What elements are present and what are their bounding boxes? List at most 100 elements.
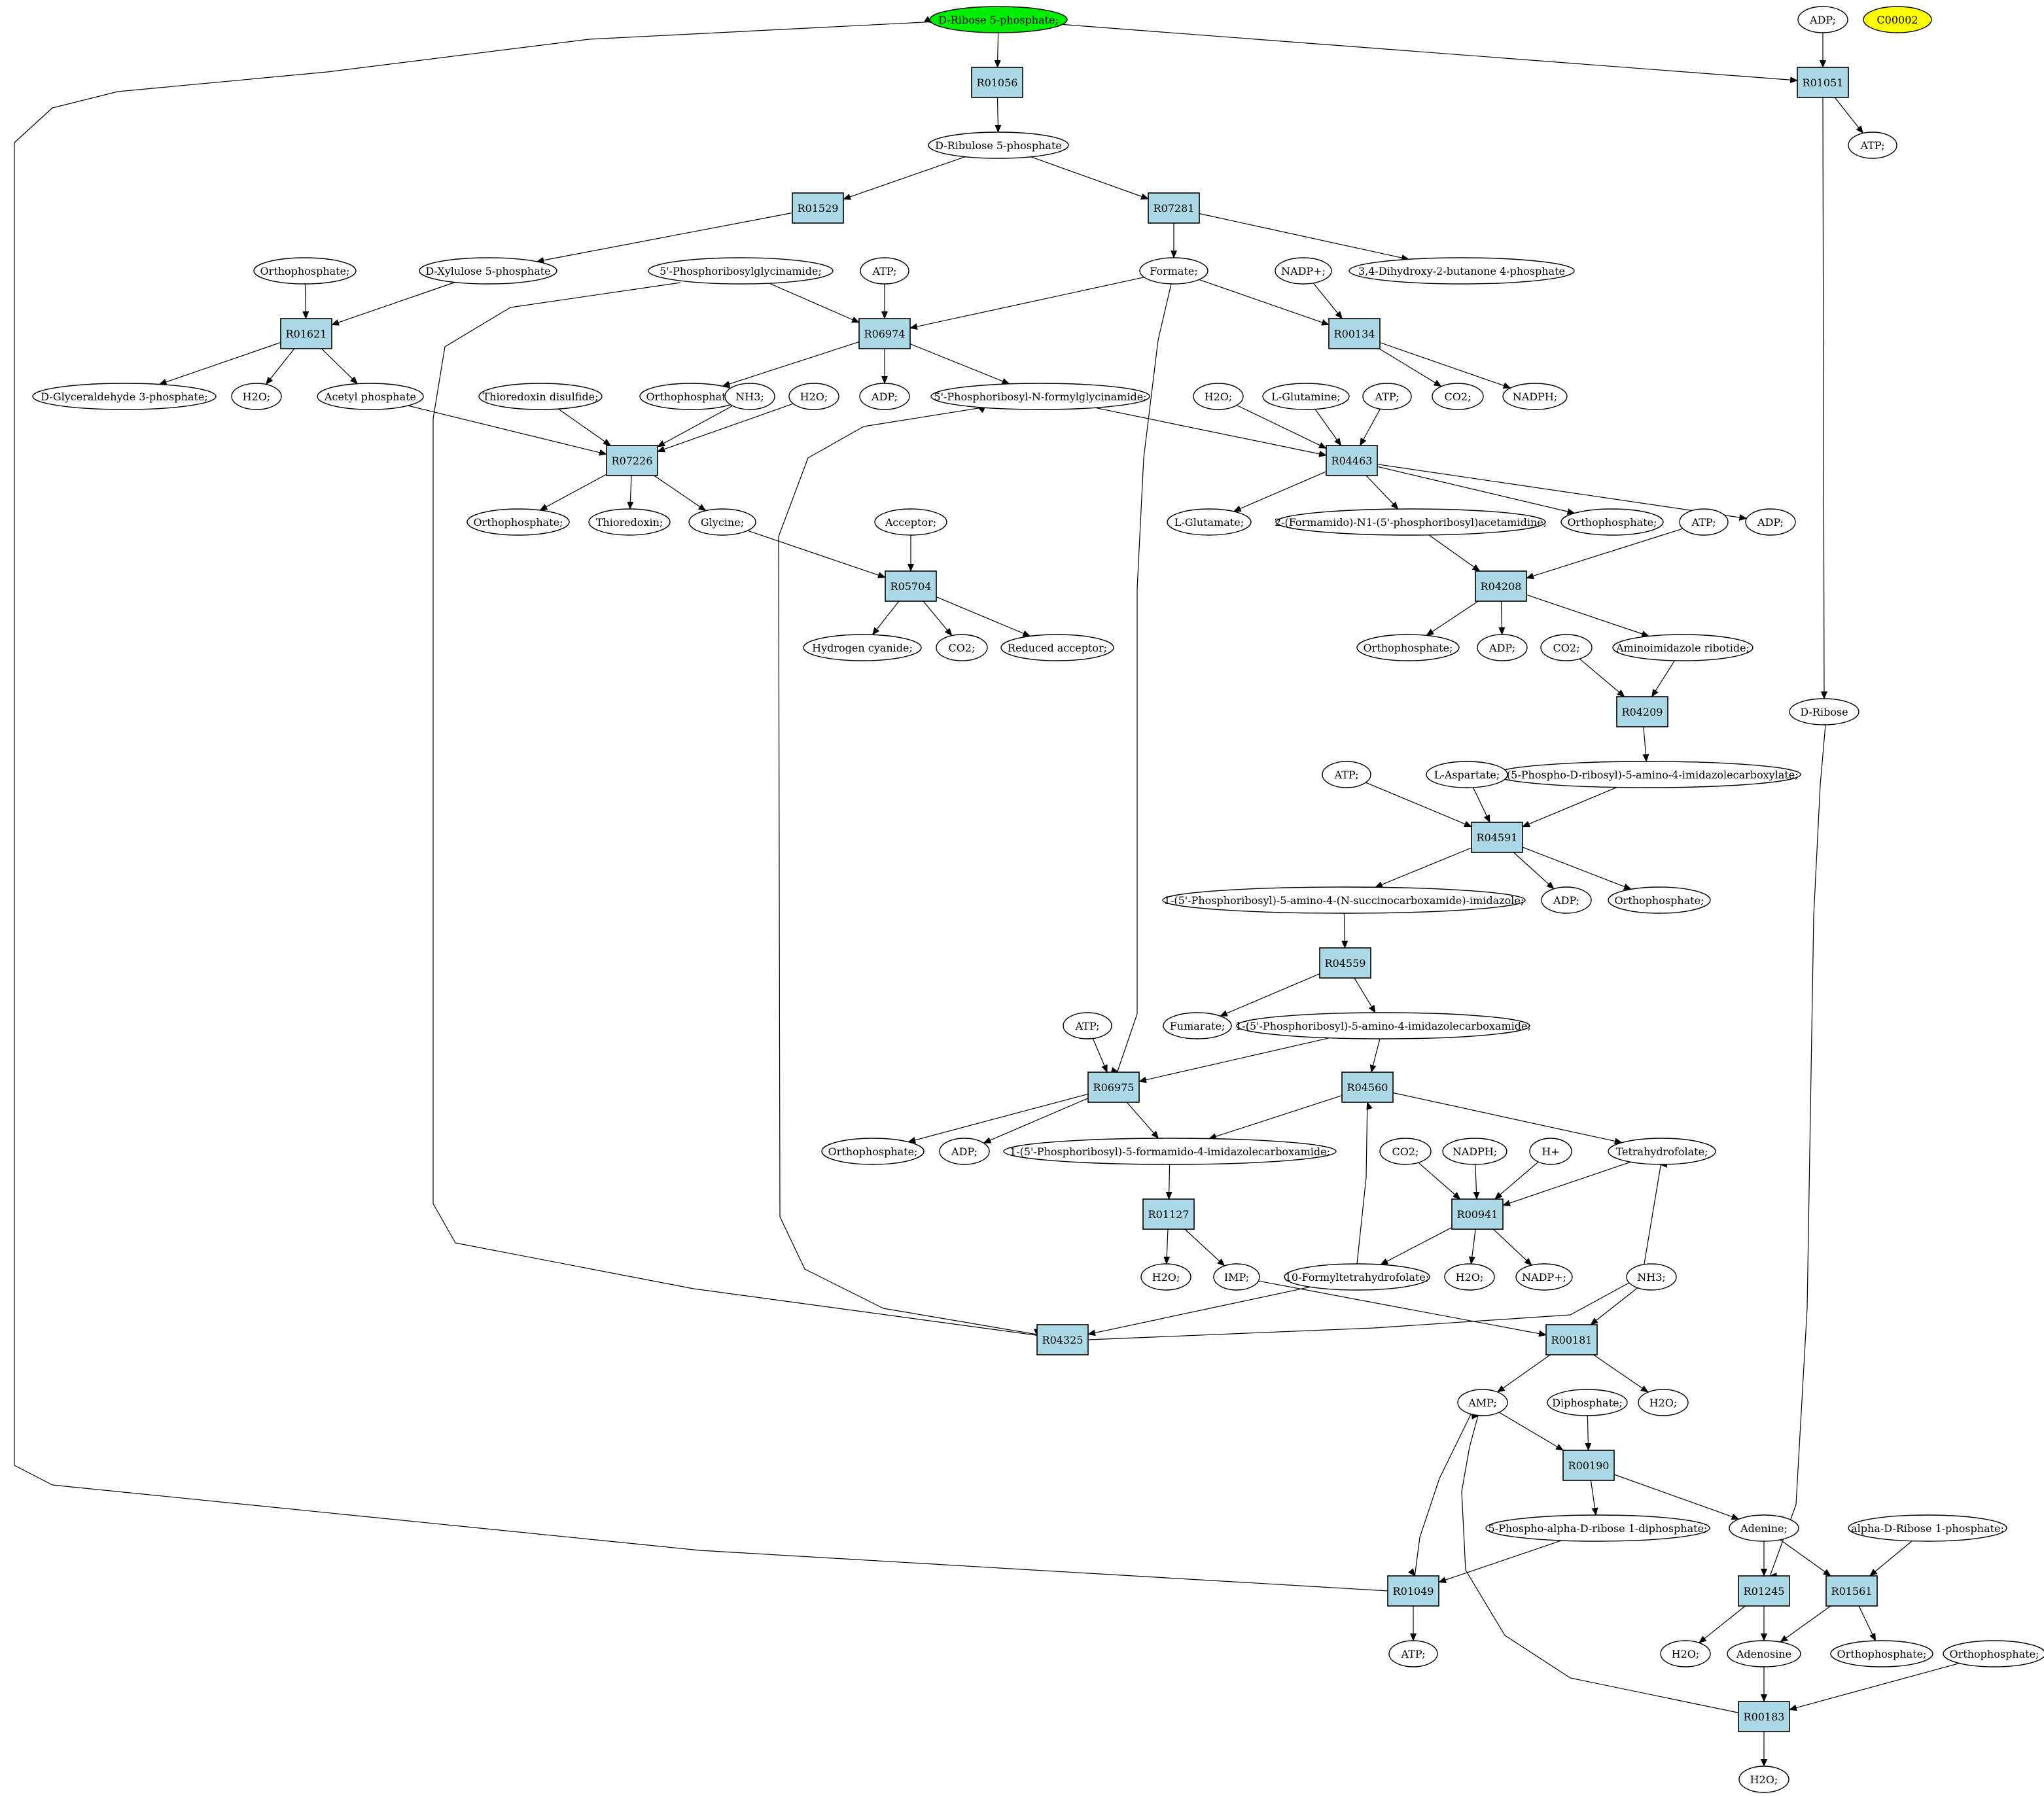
compound-node-adp-5[interactable]: ADP; [939, 1138, 990, 1165]
compound-node-lasp[interactable]: L-Aspartate; [1426, 761, 1508, 788]
compound-node-atp-r06974[interactable]: ATP; [860, 257, 909, 285]
compound-node-co2-1[interactable]: CO2; [1432, 383, 1484, 410]
compound-node-adenine[interactable]: Adenine; [1729, 1514, 1799, 1542]
compound-node-orthop-8[interactable]: Orthophosphate; [1830, 1640, 1933, 1667]
compound-node-atp-r04591[interactable]: ATP; [1322, 761, 1371, 788]
compound-node-atp-r06975[interactable]: ATP; [1063, 1012, 1112, 1039]
compound-node-c00002[interactable]: C00002 [1863, 6, 1932, 33]
compound-node-amp[interactable]: AMP; [1457, 1389, 1508, 1416]
compound-node-lgln[interactable]: L-Glutamine; [1262, 383, 1350, 410]
compound-node-faicar[interactable]: 1-(5'-Phosphoribosyl)-5-formamido-4-imid… [1003, 1138, 1337, 1165]
compound-node-dribose[interactable]: D-Ribose [1789, 698, 1859, 725]
compound-node-orthop-2[interactable]: Orthophosphate; [639, 383, 743, 410]
compound-node-nadp-1[interactable]: NADP+; [1275, 257, 1332, 285]
compound-node-nadp-2[interactable]: NADP+; [1515, 1263, 1573, 1291]
compound-node-adr1p[interactable]: alpha-D-Ribose 1-phosphate; [1848, 1514, 2007, 1542]
reaction-node-r01049[interactable]: R01049 [1387, 1575, 1439, 1607]
compound-node-lglu[interactable]: L-Glutamate; [1167, 508, 1252, 536]
compound-node-thiodis[interactable]: Thioredoxin disulfide; [478, 383, 603, 410]
compound-node-imp[interactable]: IMP; [1213, 1263, 1260, 1291]
reaction-node-r06974[interactable]: R06974 [858, 318, 911, 349]
reaction-node-r04463[interactable]: R04463 [1326, 445, 1378, 476]
compound-node-orthop-9[interactable]: Orthophosphate; [1943, 1640, 2044, 1667]
compound-node-dhbp[interactable]: 3,4-Dihydroxy-2-butanone 4-phosphate [1348, 257, 1575, 285]
reaction-node-r04209[interactable]: R04209 [1616, 696, 1668, 727]
reaction-node-r00181[interactable]: R00181 [1545, 1324, 1598, 1355]
compound-node-hplus[interactable]: H+ [1529, 1138, 1572, 1165]
reaction-node-r01561[interactable]: R01561 [1825, 1575, 1878, 1607]
reaction-node-r04208[interactable]: R04208 [1475, 570, 1527, 602]
compound-node-redacc[interactable]: Reduced acceptor; [1000, 634, 1114, 661]
reaction-node-r07281[interactable]: R07281 [1148, 192, 1200, 224]
compound-node-diphos[interactable]: Diphosphate; [1547, 1389, 1628, 1416]
compound-node-adp-3[interactable]: ADP; [1477, 634, 1528, 661]
compound-node-thioredoxin[interactable]: Thioredoxin; [588, 508, 671, 536]
compound-node-dribulose[interactable]: D-Ribulose 5-phosphate [928, 131, 1069, 159]
reaction-node-r07226[interactable]: R07226 [606, 445, 658, 476]
reaction-node-r04560[interactable]: R04560 [1341, 1072, 1394, 1103]
compound-node-orthop-6[interactable]: Orthophosphate; [1608, 886, 1711, 914]
compound-node-nh3-2[interactable]: NH3; [1626, 1263, 1677, 1291]
reaction-node-r01056[interactable]: R01056 [971, 67, 1023, 98]
compound-node-10fthf[interactable]: 10-Formyltetrahydrofolate; [1284, 1263, 1430, 1291]
compound-node-orthop-3[interactable]: Orthophosphate; [467, 508, 570, 536]
compound-node-h2o-7[interactable]: H2O; [1660, 1640, 1711, 1667]
compound-node-thf[interactable]: Tetrahydrofolate; [1608, 1138, 1716, 1165]
compound-node-cair[interactable]: 1-(5-Phospho-D-ribosyl)-5-amino-4-imidaz… [1494, 761, 1801, 788]
reaction-node-r01529[interactable]: R01529 [792, 192, 844, 224]
compound-node-glycine[interactable]: Glycine; [688, 508, 756, 536]
reaction-node-r01245[interactable]: R01245 [1738, 1575, 1790, 1607]
compound-node-co2-3[interactable]: CO2; [1540, 634, 1593, 661]
compound-node-adp-2[interactable]: ADP; [1745, 508, 1796, 536]
reaction-node-r00190[interactable]: R00190 [1562, 1450, 1615, 1481]
reaction-node-r00134[interactable]: R00134 [1328, 318, 1381, 349]
compound-node-nh3-1[interactable]: NH3; [724, 383, 775, 410]
compound-node-prpp[interactable]: 5-Phospho-alpha-D-ribose 1-diphosphate; [1485, 1514, 1710, 1542]
reaction-node-r00941[interactable]: R00941 [1451, 1198, 1504, 1230]
reaction-node-r05704[interactable]: R05704 [885, 570, 937, 602]
compound-node-h2o-8[interactable]: H2O; [1738, 1766, 1789, 1793]
compound-node-adp-1[interactable]: ADP; [859, 383, 910, 410]
compound-node-acceptor[interactable]: Acceptor; [874, 508, 947, 536]
compound-node-atp-r01051[interactable]: ATP; [1848, 131, 1897, 159]
compound-node-h2o-3[interactable]: H2O; [1193, 383, 1244, 410]
compound-node-adp-top[interactable]: ADP; [1797, 6, 1848, 33]
compound-node-orthop-5[interactable]: Orthophosphate; [1356, 634, 1460, 661]
compound-node-formate[interactable]: Formate; [1139, 257, 1208, 285]
compound-node-fgam[interactable]: 2-(Formamido)-N1-(5'-phosphoribosyl)acet… [1275, 508, 1547, 536]
compound-node-hcn[interactable]: Hydrogen cyanide; [803, 634, 922, 661]
compound-node-prglyam[interactable]: 5'-Phosphoribosylglycinamide; [648, 257, 834, 285]
compound-node-nadph-2[interactable]: NADPH; [1442, 1138, 1507, 1165]
compound-node-g3p[interactable]: D-Glyceraldehyde 3-phosphate; [32, 383, 217, 410]
compound-node-h2o-5[interactable]: H2O; [1444, 1263, 1495, 1291]
reaction-node-r06975[interactable]: R06975 [1087, 1072, 1140, 1103]
reaction-node-r01051[interactable]: R01051 [1797, 67, 1849, 98]
compound-node-saicar[interactable]: 1-(5'-Phosphoribosyl)-5-amino-4-(N-succi… [1162, 886, 1526, 914]
compound-node-fumarate[interactable]: Fumarate; [1163, 1012, 1232, 1039]
compound-node-adp-4[interactable]: ADP; [1541, 886, 1592, 914]
reaction-node-r04325[interactable]: R04325 [1036, 1324, 1089, 1355]
compound-node-h2o-1[interactable]: H2O; [231, 383, 282, 410]
compound-node-h2o-4[interactable]: H2O; [1140, 1263, 1191, 1291]
compound-node-co2-4[interactable]: CO2; [1379, 1138, 1432, 1165]
compound-node-acetylp[interactable]: Acetyl phosphate [317, 383, 424, 410]
reaction-node-r04591[interactable]: R04591 [1471, 822, 1523, 853]
compound-node-dxylulose[interactable]: D-Xylulose 5-phosphate [419, 257, 557, 285]
compound-node-fgar[interactable]: 5'-Phosphoribosyl-N-formylglycinamide; [930, 383, 1150, 410]
compound-node-atp-r04463[interactable]: ATP; [1362, 383, 1412, 410]
compound-node-orthop-7[interactable]: Orthophosphate; [821, 1138, 925, 1165]
compound-node-adenosine[interactable]: Adenosine [1727, 1640, 1801, 1667]
compound-node-dr5p[interactable]: D-Ribose 5-phosphate; [929, 6, 1068, 33]
reaction-node-r00183[interactable]: R00183 [1738, 1701, 1790, 1732]
compound-node-h2o-2[interactable]: H2O; [788, 383, 839, 410]
compound-node-atp-r01049[interactable]: ATP; [1388, 1640, 1438, 1667]
compound-node-orthop-4[interactable]: Orthophosphate; [1560, 508, 1664, 536]
reaction-node-r01621[interactable]: R01621 [280, 318, 332, 349]
compound-node-orthop-1[interactable]: Orthophosphate; [253, 257, 357, 285]
compound-node-atp-r04208[interactable]: ATP; [1679, 508, 1729, 536]
compound-node-air[interactable]: Aminoimidazole ribotide; [1612, 634, 1753, 661]
reaction-node-r01127[interactable]: R01127 [1142, 1198, 1195, 1230]
compound-node-aicar[interactable]: 1-(5'-Phosphoribosyl)-5-amino-4-imidazol… [1235, 1012, 1531, 1039]
compound-node-nadph-1[interactable]: NADPH; [1502, 383, 1568, 410]
compound-node-co2-2[interactable]: CO2; [936, 634, 988, 661]
